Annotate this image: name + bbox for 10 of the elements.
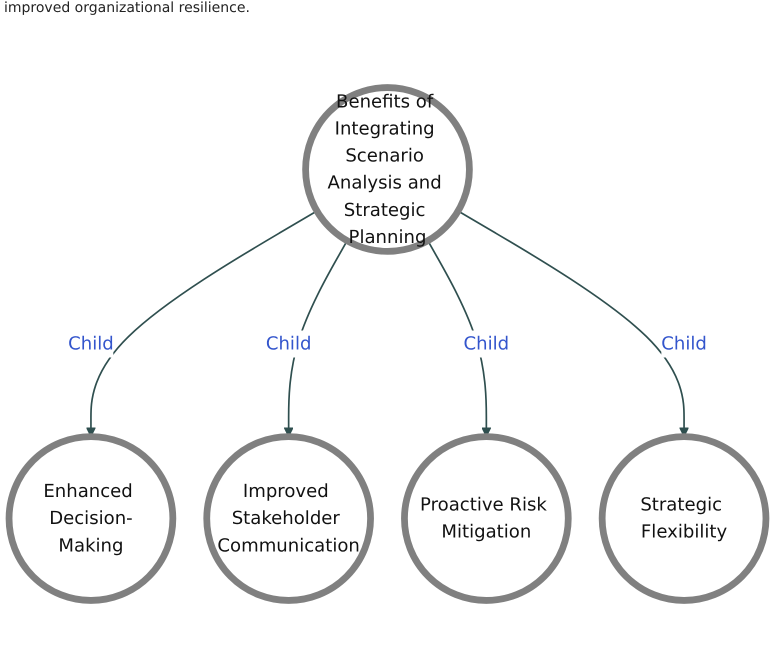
note-text: improved organizational resilience. [4,0,250,16]
edge-label: Child [266,332,312,354]
node-circle: Proactive Risk Mitigation [401,433,572,604]
edge-label: Child [661,332,707,354]
node-circle: Improved Stakeholder Communication [203,433,374,604]
node-circle: Enhanced Decision-Making [6,433,176,604]
edge-label: Child [464,332,510,354]
edge-label: Child [68,332,114,354]
node-circle: Strategic Flexibility [598,433,770,604]
node-circle: Benefits of Integrating Scenario Analysis and Strategic Planning [302,84,473,255]
